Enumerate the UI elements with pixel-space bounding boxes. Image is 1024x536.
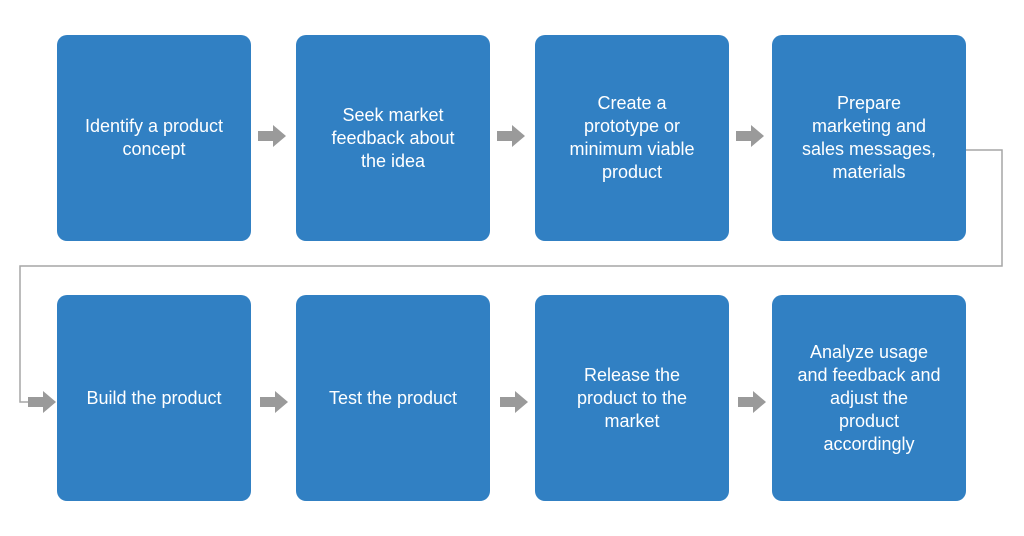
- right-arrow-icon: [28, 391, 56, 413]
- right-arrow-icon: [260, 391, 288, 413]
- step-identify-concept: Identify a product concept: [57, 35, 251, 241]
- right-arrow-icon: [500, 391, 528, 413]
- right-arrow-icon: [738, 391, 766, 413]
- step-create-prototype: Create a prototype or minimum viable pro…: [535, 35, 729, 241]
- right-arrow-icon: [258, 125, 286, 147]
- right-arrow-icon: [736, 125, 764, 147]
- step-analyze-usage: Analyze usage and feedback and adjust th…: [772, 295, 966, 501]
- step-label: Build the product: [86, 387, 222, 408]
- step-release-product: Release the product to the market: [535, 295, 729, 501]
- step-label: Create a prototype or minimum viable pro…: [569, 93, 695, 182]
- step-label: Seek market feedback about the idea: [331, 104, 455, 171]
- step-test-product: Test the product: [296, 295, 490, 501]
- step-label: Release the product to the market: [576, 364, 688, 431]
- step-label: Identify a product concept: [84, 116, 224, 159]
- step-label: Analyze usage and feedback and adjust th…: [797, 341, 941, 454]
- step-build-product: Build the product: [57, 295, 251, 501]
- step-seek-feedback: Seek market feedback about the idea: [296, 35, 490, 241]
- step-label: Prepare marketing and sales messages, ma…: [801, 93, 937, 182]
- step-prepare-marketing: Prepare marketing and sales messages, ma…: [772, 35, 966, 241]
- step-label: Test the product: [328, 387, 458, 408]
- right-arrow-icon: [497, 125, 525, 147]
